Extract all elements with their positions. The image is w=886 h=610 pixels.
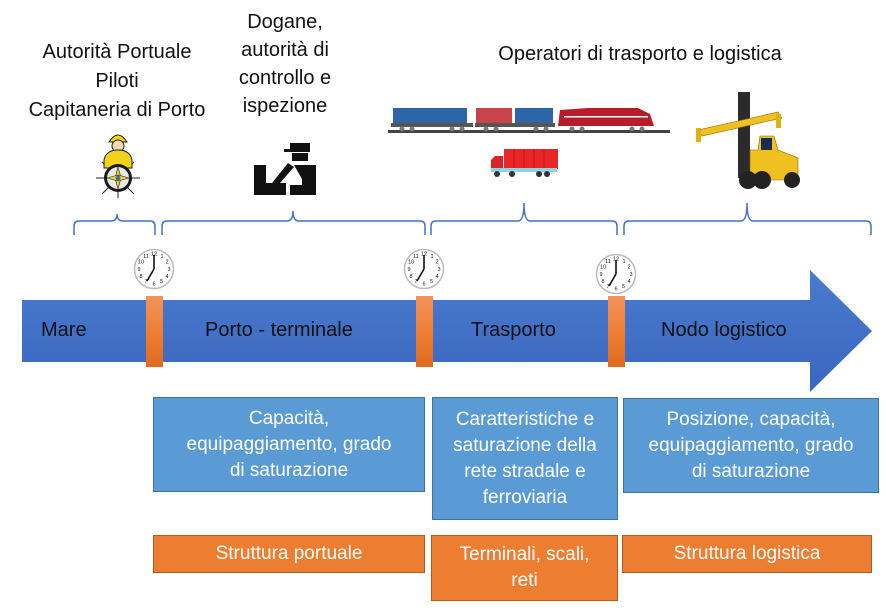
actor-label-transport-logistics: Operatori di trasporto e logistica xyxy=(498,43,782,65)
svg-text:10: 10 xyxy=(600,265,606,271)
svg-text:9: 9 xyxy=(407,267,410,273)
stage-label-porto: Porto - terminale xyxy=(205,319,353,341)
characteristic-box-porto: Capacità, equipaggiamento, grado di satu… xyxy=(153,397,425,492)
actor-brackets xyxy=(73,202,872,235)
svg-text:11: 11 xyxy=(143,254,149,260)
characteristic-text: Posizione, capacità, equipaggiamento, gr… xyxy=(648,408,854,482)
customs-officer-icon xyxy=(254,143,316,195)
container-truck-icon xyxy=(491,149,558,177)
svg-text:12: 12 xyxy=(613,257,619,263)
stage-label-trasporto: Trasporto xyxy=(471,319,556,341)
svg-text:5: 5 xyxy=(160,279,163,285)
svg-text:10: 10 xyxy=(138,260,144,266)
stage-transition-marker xyxy=(608,296,625,367)
characteristic-text: Caratteristiche e saturazione della rete… xyxy=(453,408,597,508)
svg-text:12: 12 xyxy=(421,252,427,258)
svg-text:1: 1 xyxy=(622,259,625,265)
svg-text:4: 4 xyxy=(435,274,438,280)
stage-label-mare: Mare xyxy=(41,319,87,341)
svg-text:6: 6 xyxy=(614,287,617,293)
stage-transition-marker xyxy=(416,296,433,367)
process-arrow xyxy=(22,270,872,392)
svg-text:3: 3 xyxy=(167,267,170,273)
svg-text:4: 4 xyxy=(627,279,630,285)
svg-text:8: 8 xyxy=(601,279,604,285)
svg-text:11: 11 xyxy=(605,259,611,265)
svg-text:5: 5 xyxy=(622,284,625,290)
svg-text:7: 7 xyxy=(414,279,417,285)
svg-text:5: 5 xyxy=(430,279,433,285)
bracket-customs xyxy=(161,210,426,235)
infrastructure-box-trasporto: Terminali, scali, reti xyxy=(431,535,618,601)
svg-text:10: 10 xyxy=(408,260,414,266)
svg-text:6: 6 xyxy=(422,282,425,288)
characteristic-box-trasporto: Caratteristiche e saturazione della rete… xyxy=(432,397,618,520)
infrastructure-text: Struttura portuale xyxy=(215,543,363,564)
svg-text:6: 6 xyxy=(152,282,155,288)
svg-text:2: 2 xyxy=(165,260,168,266)
svg-text:12: 12 xyxy=(151,252,157,258)
characteristic-text: Capacità, equipaggiamento, grado di satu… xyxy=(186,407,392,481)
svg-text:2: 2 xyxy=(627,265,630,271)
bracket-logistics xyxy=(623,202,872,235)
svg-text:8: 8 xyxy=(139,274,142,280)
infrastructure-text: Struttura logistica xyxy=(673,543,821,564)
actor-label-port-authority: Autorità Portuale Piloti Capitaneria di … xyxy=(28,41,206,121)
reach-stacker-icon xyxy=(696,92,800,189)
bracket-port-authority xyxy=(73,213,156,235)
ship-pilot-helm-icon xyxy=(96,134,140,198)
freight-train-icon xyxy=(388,108,670,133)
svg-text:7: 7 xyxy=(144,279,147,285)
infrastructure-box-porto: Struttura portuale xyxy=(153,535,425,573)
infrastructure-text: Terminali, scali, reti xyxy=(459,544,590,591)
svg-text:3: 3 xyxy=(437,267,440,273)
svg-text:3: 3 xyxy=(629,272,632,278)
svg-text:11: 11 xyxy=(413,254,419,260)
svg-text:4: 4 xyxy=(165,274,168,280)
svg-text:9: 9 xyxy=(137,267,140,273)
infrastructure-box-nodo: Struttura logistica xyxy=(622,535,872,573)
svg-text:1: 1 xyxy=(160,254,163,260)
characteristic-box-nodo: Posizione, capacità, equipaggiamento, gr… xyxy=(623,398,879,493)
svg-text:9: 9 xyxy=(599,272,602,278)
svg-text:8: 8 xyxy=(409,274,412,280)
stage-transition-marker xyxy=(146,296,163,367)
actor-label-customs: Dogane, autorità di controllo e ispezion… xyxy=(238,11,332,117)
svg-text:1: 1 xyxy=(430,254,433,260)
bracket-transport xyxy=(430,202,618,235)
svg-text:7: 7 xyxy=(606,284,609,290)
svg-text:2: 2 xyxy=(435,260,438,266)
stage-label-nodo: Nodo logistico xyxy=(661,319,787,341)
